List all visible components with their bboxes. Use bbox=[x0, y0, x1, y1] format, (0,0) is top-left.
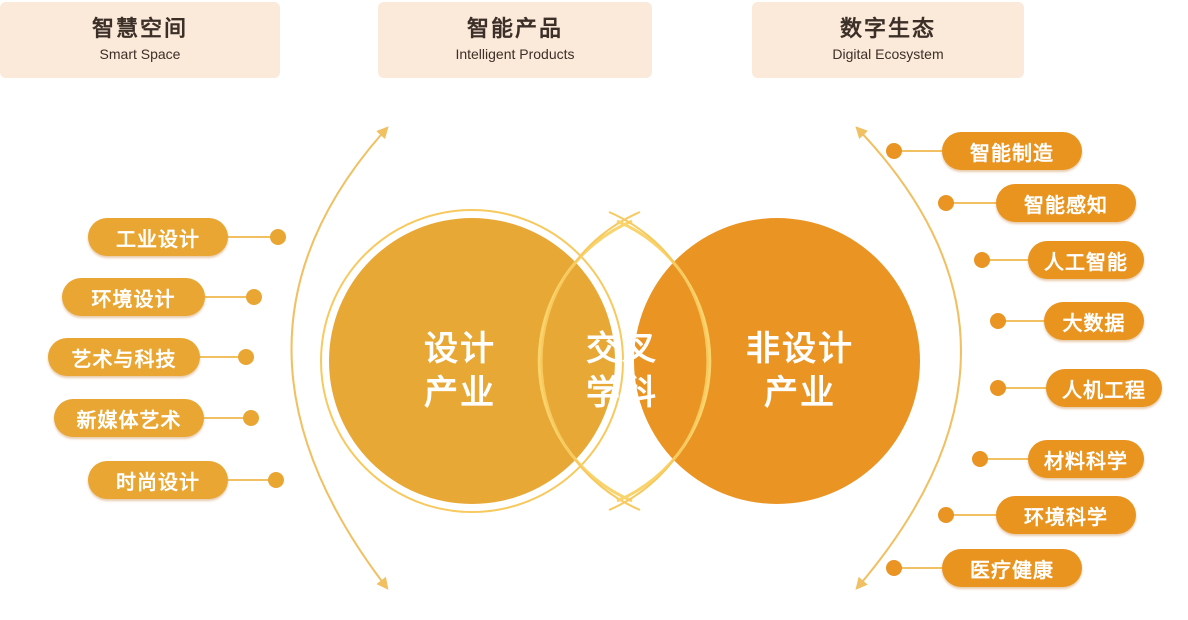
header-title: 智能产品 bbox=[466, 17, 563, 42]
header-subtitle: Smart Space bbox=[99, 46, 181, 62]
ring-right-outer bbox=[537, 219, 633, 503]
center-label: 交叉 学科 bbox=[572, 327, 672, 415]
left-item-new-media-art: 新媒体艺术 bbox=[54, 399, 204, 437]
connector-dot bbox=[886, 143, 902, 159]
ring-right-outer-2 bbox=[540, 211, 641, 511]
right-circle bbox=[634, 218, 920, 504]
header-smart-space: 智慧空间 Smart Space bbox=[0, 2, 280, 78]
right-circle-line1: 非设计 bbox=[746, 329, 854, 369]
left-connectors bbox=[200, 229, 286, 488]
right-item-environmental-science: 环境科学 bbox=[996, 496, 1136, 534]
connector-dot bbox=[938, 507, 954, 523]
left-arc bbox=[290, 126, 389, 590]
header-subtitle: Intelligent Products bbox=[455, 46, 575, 62]
left-circle bbox=[329, 218, 615, 504]
header-intelligent-products: 智能产品 Intelligent Products bbox=[378, 2, 652, 78]
left-circle-line2: 产业 bbox=[424, 373, 496, 413]
connector-dot bbox=[974, 252, 990, 268]
connector-dot bbox=[938, 195, 954, 211]
connector-dot bbox=[243, 410, 259, 426]
ring-left-outer bbox=[616, 219, 712, 503]
ring-left-outer-2 bbox=[608, 211, 709, 511]
connector-dot bbox=[886, 560, 902, 576]
left-item-fashion-design: 时尚设计 bbox=[88, 461, 228, 499]
connector-dot bbox=[268, 472, 284, 488]
ring-left-inner bbox=[320, 209, 624, 513]
connector-dot bbox=[990, 380, 1006, 396]
center-line1: 交叉 bbox=[586, 329, 658, 369]
connector-dot bbox=[972, 451, 988, 467]
connector-dot bbox=[990, 313, 1006, 329]
header-title: 智慧空间 bbox=[91, 17, 188, 42]
right-item-smart-sensing: 智能感知 bbox=[996, 184, 1136, 222]
right-item-ai: 人工智能 bbox=[1028, 241, 1144, 279]
header-subtitle: Digital Ecosystem bbox=[832, 46, 944, 62]
header-title: 数字生态 bbox=[839, 17, 936, 42]
left-item-art-and-technology: 艺术与科技 bbox=[48, 338, 200, 376]
left-circle-label: 设计 产业 bbox=[405, 327, 515, 415]
connector-dot bbox=[246, 289, 262, 305]
right-circle-line2: 产业 bbox=[764, 373, 836, 413]
connector-dot bbox=[238, 349, 254, 365]
header-digital-ecosystem: 数字生态 Digital Ecosystem bbox=[752, 2, 1024, 78]
left-item-environmental-design: 环境设计 bbox=[62, 278, 205, 316]
center-line2: 学科 bbox=[586, 373, 658, 413]
connector-dot bbox=[270, 229, 286, 245]
right-item-big-data: 大数据 bbox=[1044, 302, 1144, 340]
right-item-ergonomics: 人机工程 bbox=[1046, 369, 1162, 407]
right-connectors bbox=[886, 143, 1046, 576]
right-arc bbox=[855, 126, 962, 590]
left-item-industrial-design: 工业设计 bbox=[88, 218, 228, 256]
right-circle-label: 非设计 产业 bbox=[730, 327, 870, 415]
right-item-smart-manufacturing: 智能制造 bbox=[942, 132, 1082, 170]
right-item-materials-science: 材料科学 bbox=[1028, 440, 1144, 478]
left-circle-line1: 设计 bbox=[424, 329, 496, 369]
right-item-healthcare: 医疗健康 bbox=[942, 549, 1082, 587]
